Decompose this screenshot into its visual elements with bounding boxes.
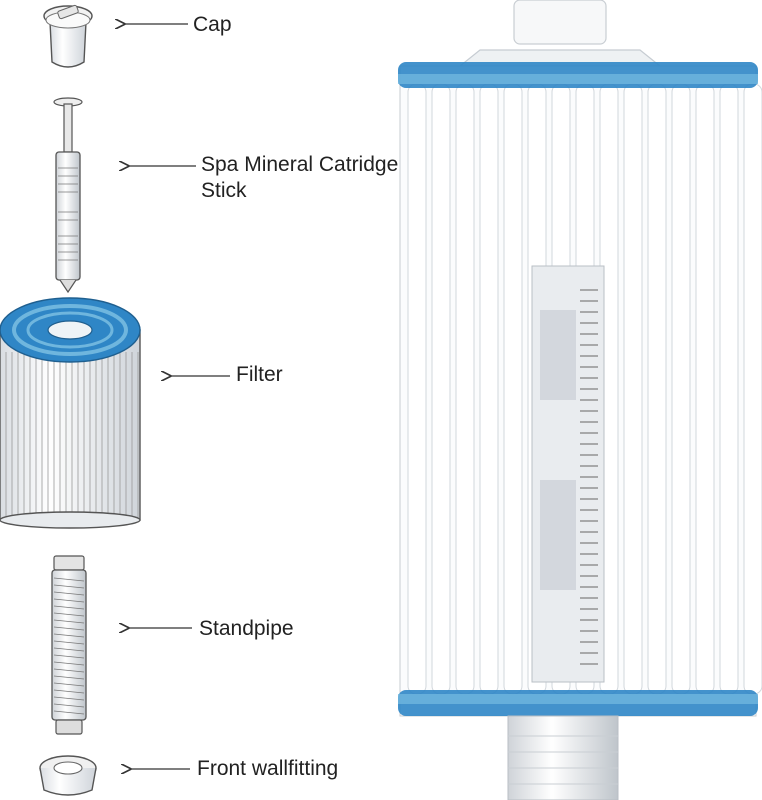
cap-part [43,4,93,68]
cap-label: Cap [193,13,232,36]
standpipe-label: Standpipe [199,617,294,640]
arrow-left-icon [124,24,230,769]
mineral-stick-label: Spa Mineral Catridge Stick [201,153,399,202]
filter-label: Filter [236,363,283,386]
filter-part [0,297,141,529]
assembled-filter-image [398,0,762,800]
mineral-stick-part [53,97,83,294]
standpipe-part [51,555,87,735]
wallfitting-part [39,755,97,796]
front-wallfitting-label: Front wallfitting [197,757,339,780]
